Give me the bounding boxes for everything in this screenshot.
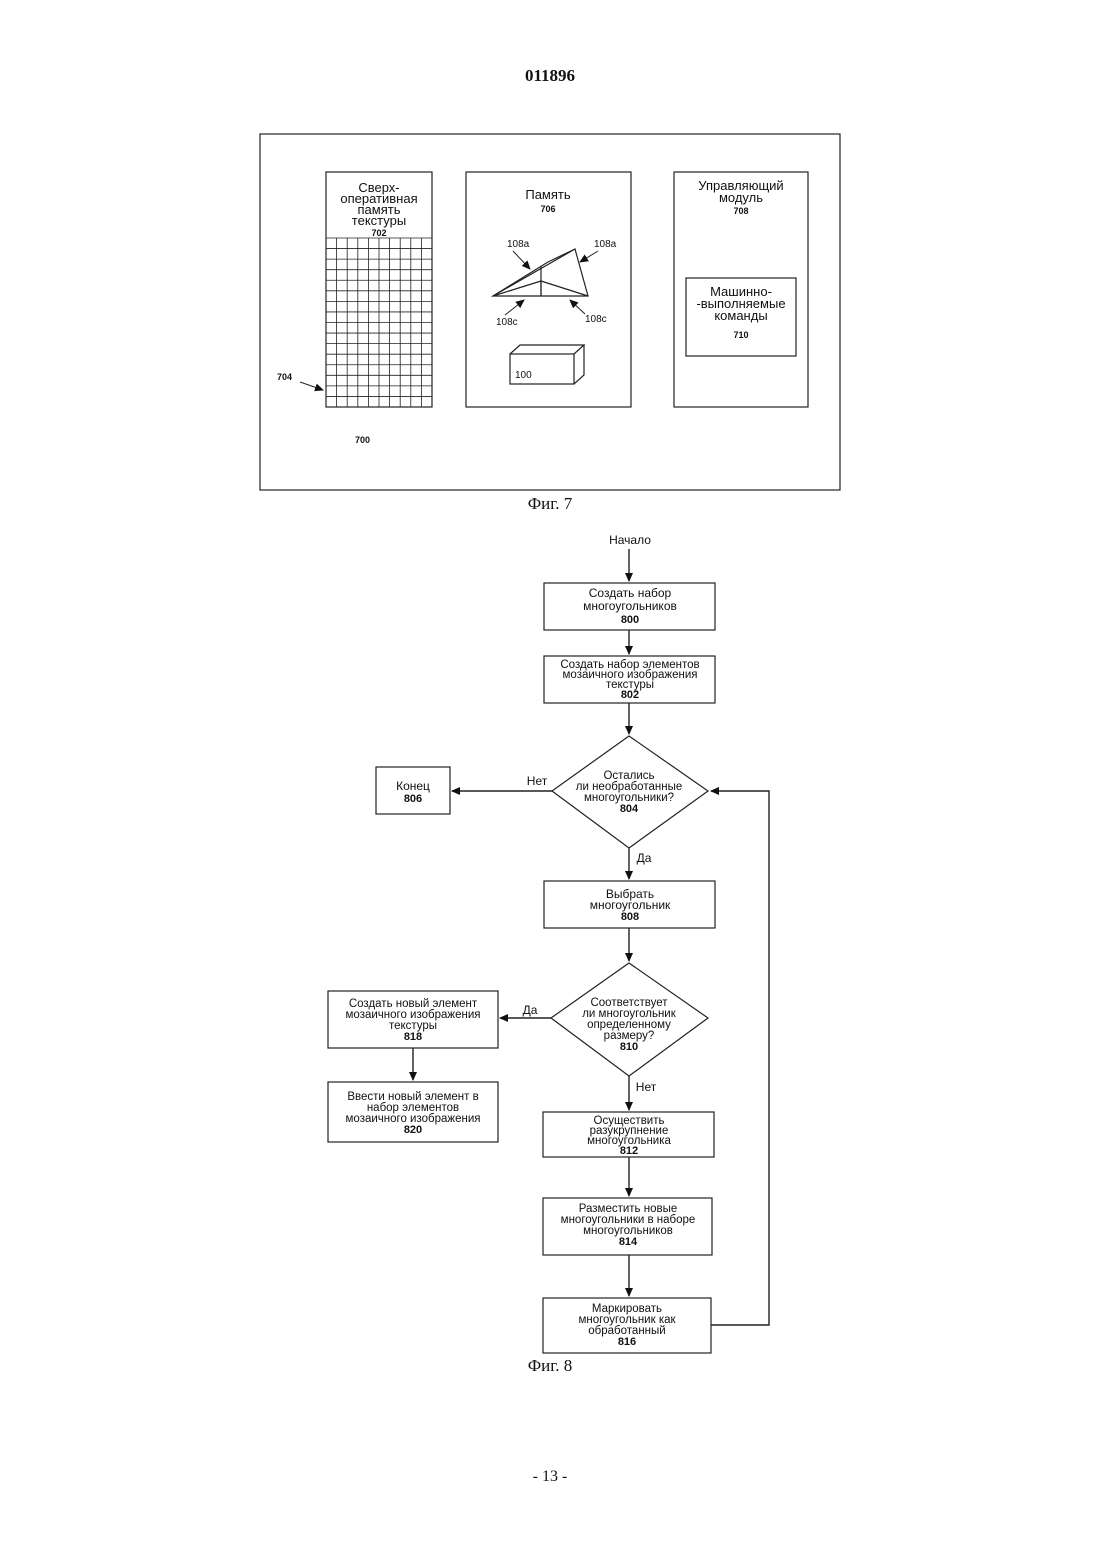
label-108c-left: 108c: [496, 317, 518, 328]
arrow-108c-left: [505, 300, 524, 315]
step-800-line2: многоугольников: [583, 599, 677, 613]
control-ref: 708: [733, 206, 748, 216]
step-814-ref: 814: [619, 1236, 638, 1248]
label-108a-right: 108a: [594, 239, 617, 250]
step-818-ref: 818: [404, 1031, 422, 1043]
step-802-ref: 802: [621, 689, 639, 701]
start-label: Начало: [609, 533, 651, 547]
decision-810-yes-label: Да: [523, 1003, 538, 1017]
grid-ref-arrow: [300, 382, 323, 390]
cache-title-line4: текстуры: [352, 213, 406, 228]
end-806-line1: Конец: [396, 779, 430, 793]
instructions-line3: команды: [714, 308, 767, 323]
step-808-ref: 808: [621, 911, 639, 923]
decision-804-ref: 804: [620, 803, 639, 815]
edge-816-loop-804: [711, 791, 769, 1325]
label-108c-right: 108c: [585, 314, 607, 325]
arrow-108c-right: [570, 300, 585, 314]
control-title-line2: модуль: [719, 190, 763, 205]
step-816-ref: 816: [618, 1336, 636, 1348]
system-ref: 700: [355, 435, 370, 445]
cache-ref: 702: [371, 228, 386, 238]
arrow-108a-right: [580, 251, 598, 262]
end-806-ref: 806: [404, 793, 422, 805]
triangle-mesh: [493, 249, 588, 296]
step-808-line2: многоугольник: [590, 898, 671, 912]
decision-810-ref: 810: [620, 1041, 638, 1053]
figure-8-caption: Фиг. 8: [0, 1356, 1100, 1376]
step-800-line1: Создать набор: [589, 586, 672, 600]
grid-ref-label: 704: [277, 372, 292, 382]
step-812-ref: 812: [620, 1145, 638, 1157]
memory-title: Память: [525, 187, 571, 202]
step-800-ref: 800: [621, 614, 639, 626]
object-ref: 100: [515, 370, 532, 381]
decision-804-no-label: Нет: [527, 774, 548, 788]
step-820-ref: 820: [404, 1124, 422, 1136]
texture-grid: [326, 238, 432, 407]
decision-804-yes-label: Да: [637, 851, 652, 865]
page-footer: - 13 -: [0, 1468, 1100, 1486]
arrow-108a-left: [513, 251, 530, 269]
decision-810-no-label: Нет: [636, 1080, 657, 1094]
memory-ref: 706: [540, 204, 555, 214]
figure-8-flowchart: Начало Создать набор многоугольников 800…: [0, 530, 1100, 1360]
label-108a-left: 108a: [507, 239, 530, 250]
figure-7-caption: Фиг. 7: [0, 494, 1100, 514]
instructions-ref: 710: [733, 330, 748, 340]
figure-7: Сверх- оперативная память текстуры 702 7…: [0, 0, 1100, 530]
